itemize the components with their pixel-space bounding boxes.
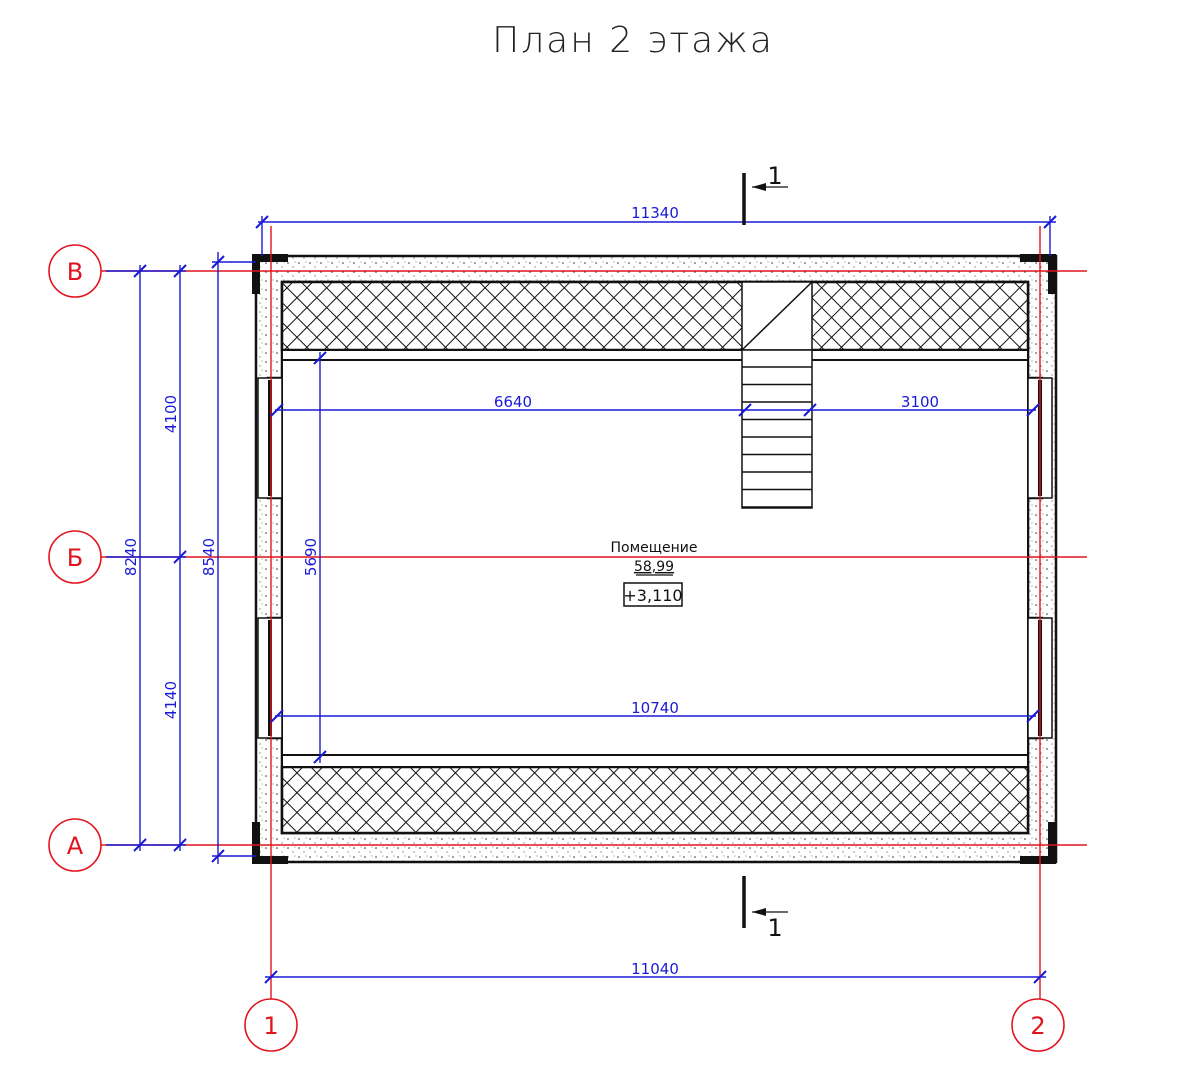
section-mark-bottom bbox=[742, 876, 788, 928]
dimension-tick bbox=[270, 403, 284, 417]
axis-label-2: 2 bbox=[1030, 1012, 1045, 1040]
dimension-tick bbox=[173, 838, 187, 852]
axis-lines bbox=[101, 226, 1087, 999]
dim-top-overall: 11340 bbox=[631, 204, 679, 222]
section-label-bottom: 1 bbox=[767, 914, 782, 942]
dim-left-upper: 4100 bbox=[162, 395, 180, 433]
dim-left-total-axes: 8240 bbox=[122, 538, 140, 576]
dim-interior-depth: 5690 bbox=[302, 538, 320, 576]
axis-marker-v bbox=[48, 244, 102, 298]
dimension-tick bbox=[133, 838, 147, 852]
dim-interior-left: 6640 bbox=[494, 393, 532, 411]
dim-interior-right: 3100 bbox=[901, 393, 939, 411]
axis-marker-a bbox=[48, 818, 102, 872]
dimension-ticks bbox=[133, 215, 1057, 984]
room-name: Помещение bbox=[611, 540, 698, 556]
dimension-tick bbox=[264, 970, 278, 984]
dimension-tick bbox=[313, 750, 327, 764]
axis-marker-2 bbox=[1011, 998, 1065, 1052]
dim-interior-width: 10740 bbox=[631, 699, 679, 717]
dimension-tick bbox=[1043, 215, 1057, 229]
ledge-bottom bbox=[281, 754, 1029, 768]
dimension-tick bbox=[211, 255, 225, 269]
dimension-tick bbox=[173, 264, 187, 278]
dimension-tick bbox=[255, 215, 269, 229]
hatched-zone-bottom bbox=[280, 765, 1030, 835]
section-label-top: 1 bbox=[767, 162, 782, 190]
dimension-tick bbox=[738, 403, 752, 417]
axis-label-1: 1 bbox=[263, 1012, 278, 1040]
dimension-tick bbox=[270, 709, 284, 723]
dim-bottom-overall: 11040 bbox=[631, 960, 679, 978]
dimension-tick bbox=[313, 351, 327, 365]
hatched-zone-top bbox=[280, 280, 1030, 352]
room-area: 58,99 bbox=[634, 559, 674, 575]
dimension-tick bbox=[1026, 403, 1040, 417]
drawing-title: План 2 этажа bbox=[492, 20, 774, 61]
dimension-tick bbox=[803, 403, 817, 417]
axis-label-a: А bbox=[67, 832, 84, 860]
room-level: +3,110 bbox=[623, 586, 682, 605]
dimension-tick bbox=[211, 849, 225, 863]
dim-left-lower: 4140 bbox=[162, 681, 180, 719]
axis-marker-1 bbox=[244, 998, 298, 1052]
staircase bbox=[741, 281, 813, 509]
ledge-top bbox=[281, 349, 1029, 361]
dimension-tick bbox=[173, 550, 187, 564]
section-mark-top bbox=[742, 173, 788, 225]
dim-left-overall: 8540 bbox=[200, 538, 218, 576]
axis-marker-b bbox=[48, 530, 102, 584]
dimension-tick bbox=[133, 264, 147, 278]
axis-markers bbox=[48, 244, 1065, 1052]
dimension-lines bbox=[106, 216, 1056, 978]
dimension-tick bbox=[1033, 970, 1047, 984]
axis-label-v: В bbox=[67, 258, 83, 286]
level-mark-box bbox=[623, 582, 683, 607]
axis-label-b: Б bbox=[67, 544, 83, 572]
dimension-tick bbox=[1026, 709, 1040, 723]
